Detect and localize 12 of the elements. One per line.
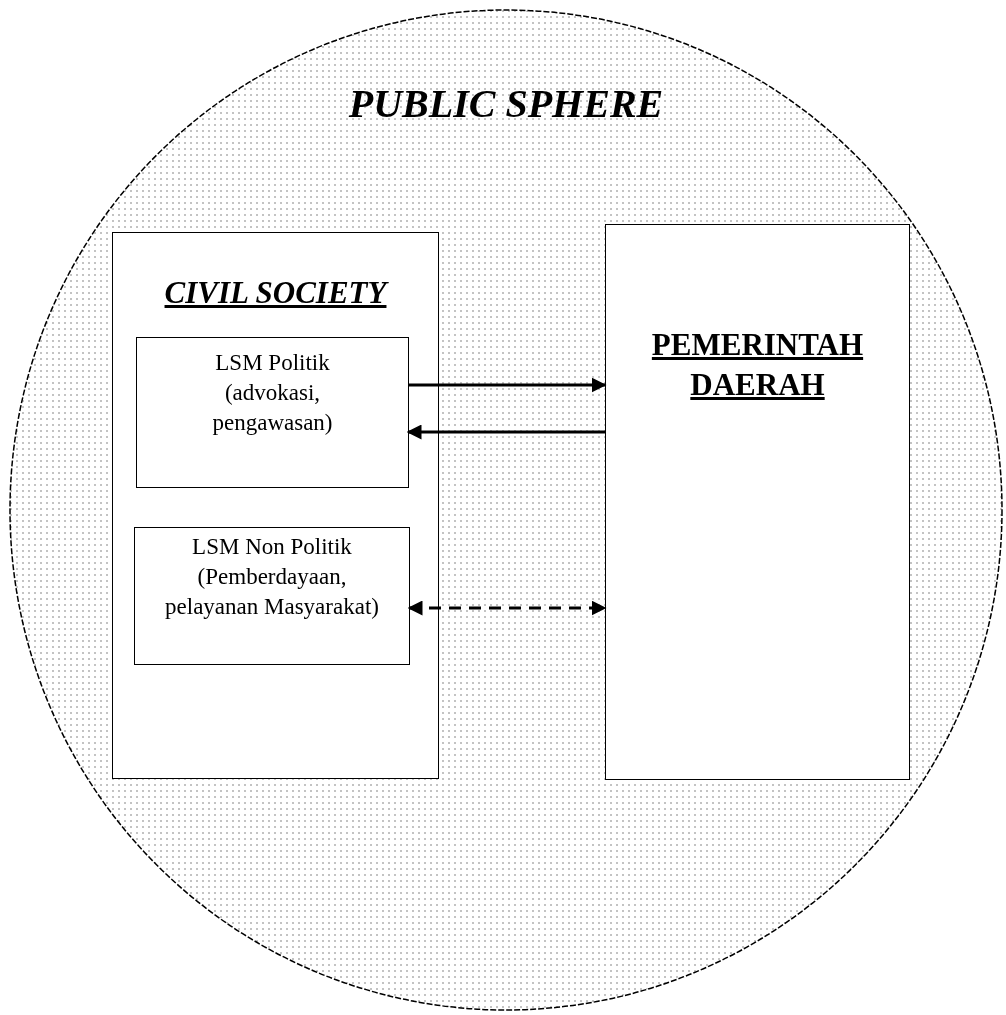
heading: CIVIL SOCIETY: [164, 274, 387, 312]
heading: PUBLIC SPHERE: [348, 80, 664, 128]
arrow: [408, 377, 607, 393]
arrow: [407, 600, 607, 616]
process-box: [605, 224, 910, 780]
process-box: [136, 337, 409, 488]
group-box: [112, 232, 439, 779]
node-label: LSM Politik (advokasi, pengawasan): [211, 349, 334, 437]
node-label: LSM Non Politik (Pemberdayaan, pelayanan Masyarakat): [164, 533, 380, 621]
heading: PEMERINTAH DAERAH: [650, 326, 865, 405]
arrow: [406, 424, 605, 440]
process-box: [134, 527, 410, 665]
